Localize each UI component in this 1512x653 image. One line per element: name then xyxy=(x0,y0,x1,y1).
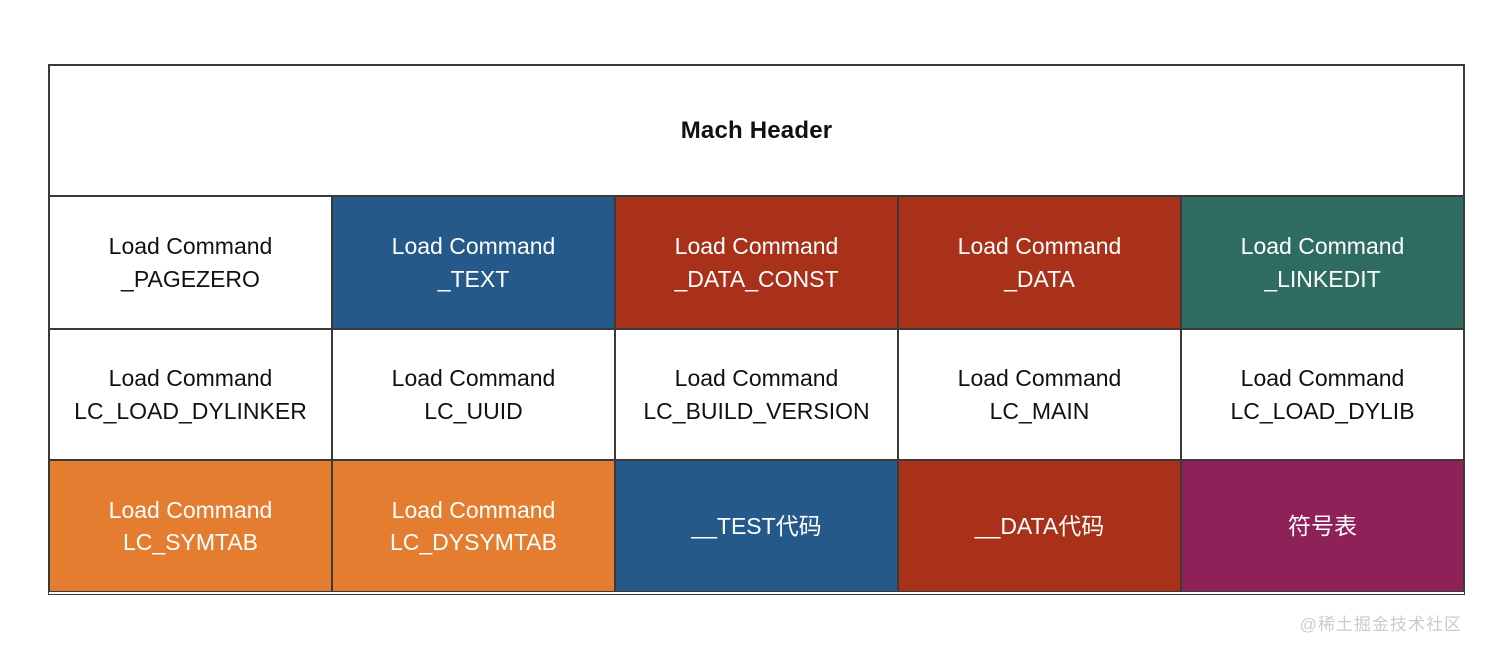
watermark: @稀土掘金技术社区 xyxy=(1299,615,1462,634)
cell-line1: __TEST代码 xyxy=(691,512,822,539)
cell-line2: LC_UUID xyxy=(424,397,523,424)
cell-test-code-section: __TEST代码 xyxy=(615,460,898,592)
cell-load-command-pagezero: Load Command _PAGEZERO xyxy=(49,196,332,329)
cell-data-code-section: __DATA代码 xyxy=(898,460,1181,592)
mach-header-title: Mach Header xyxy=(680,116,833,144)
cell-load-command-linkedit: Load Command _LINKEDIT xyxy=(1181,196,1464,329)
cell-line1: Load Command xyxy=(674,233,839,260)
cell-line1: Load Command xyxy=(108,365,273,392)
cell-line2: _TEXT xyxy=(437,265,510,292)
cell-line1: Load Command xyxy=(108,233,273,260)
cell-line1: Load Command xyxy=(391,365,556,392)
cell-load-command-lc-main: Load Command LC_MAIN xyxy=(898,329,1181,460)
cell-line2: _DATA_CONST xyxy=(674,265,839,292)
cell-load-command-text: Load Command _TEXT xyxy=(332,196,615,329)
cell-load-command-lc-uuid: Load Command LC_UUID xyxy=(332,329,615,460)
cell-symbol-table: 符号表 xyxy=(1181,460,1464,592)
cell-load-command-lc-symtab: Load Command LC_SYMTAB xyxy=(49,460,332,592)
cell-line2: LC_DYSYMTAB xyxy=(389,529,557,555)
cell-line1: Load Command xyxy=(957,365,1122,392)
cell-load-command-lc-dysymtab: Load Command LC_DYSYMTAB xyxy=(332,460,615,592)
cell-load-command-data: Load Command _DATA xyxy=(898,196,1181,329)
cell-line2: LC_SYMTAB xyxy=(122,529,259,555)
cell-line2: LC_LOAD_DYLIB xyxy=(1230,397,1415,424)
cell-line1: Load Command xyxy=(391,496,556,523)
cell-line1: Load Command xyxy=(1240,365,1405,392)
cell-line1: 符号表 xyxy=(1288,512,1357,539)
cell-line2: LC_MAIN xyxy=(989,397,1090,424)
cell-line2: _PAGEZERO xyxy=(121,265,260,292)
mach-header-cell: Mach Header xyxy=(49,65,1464,196)
cell-line1: Load Command xyxy=(957,233,1122,260)
cell-load-command-lc-load-dylib: Load Command LC_LOAD_DYLIB xyxy=(1181,329,1464,460)
cell-line2: LC_BUILD_VERSION xyxy=(643,397,870,424)
cell-line1: Load Command xyxy=(674,365,839,392)
cell-line2: _DATA xyxy=(1004,265,1075,292)
cell-line1: Load Command xyxy=(391,233,556,260)
cell-line2: LC_LOAD_DYLINKER xyxy=(74,397,307,424)
macho-layout-table: Mach Header Load Command _PAGEZERO Load … xyxy=(48,64,1465,595)
cell-line2: _LINKEDIT xyxy=(1264,265,1381,292)
cell-line1: __DATA代码 xyxy=(974,512,1105,539)
cell-line1: Load Command xyxy=(108,496,273,523)
cell-line1: Load Command xyxy=(1240,233,1405,260)
cell-load-command-data-const: Load Command _DATA_CONST xyxy=(615,196,898,329)
cell-load-command-lc-load-dylinker: Load Command LC_LOAD_DYLINKER xyxy=(49,329,332,460)
cell-load-command-lc-build-version: Load Command LC_BUILD_VERSION xyxy=(615,329,898,460)
